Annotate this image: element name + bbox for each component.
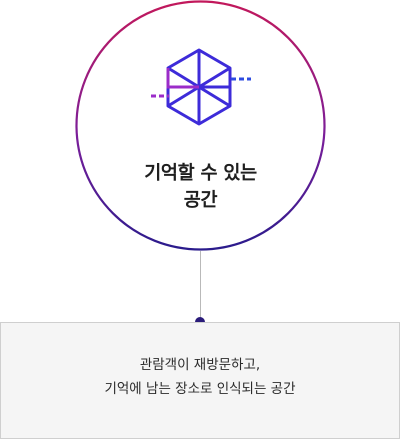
circle-title-line1: 기억할 수 있는 xyxy=(144,163,257,184)
hexagon-cube-icon xyxy=(151,48,251,126)
description-line1: 관람객이 재방문하고, xyxy=(139,357,261,373)
connector-line xyxy=(200,251,201,322)
circle-title-line2: 공간 xyxy=(183,190,218,211)
circle-title: 기억할 수 있는 공간 xyxy=(75,160,326,214)
description-box: 관람객이 재방문하고, 기억에 남는 장소로 인식되는 공간 xyxy=(0,322,400,439)
description-line2: 기억에 남는 장소로 인식되는 공간 xyxy=(104,381,296,397)
description-text: 관람객이 재방문하고, 기억에 남는 장소로 인식되는 공간 xyxy=(1,353,399,401)
circle-ring xyxy=(75,0,326,251)
concept-circle: 기억할 수 있는 공간 xyxy=(75,0,326,251)
